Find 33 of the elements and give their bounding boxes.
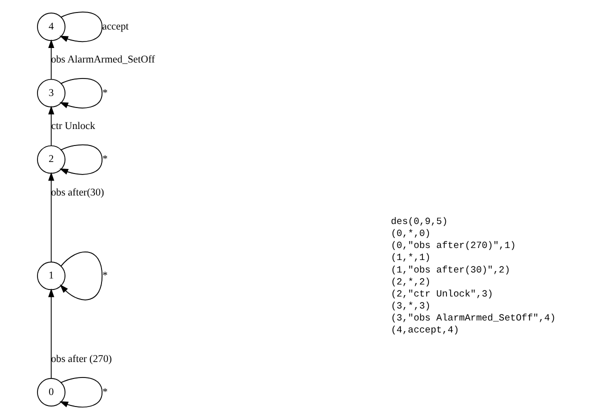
label: (2,*,2)	[390, 276, 430, 288]
arrow	[48, 39, 54, 80]
edge-label: obs AlarmArmed_SetOff	[50, 54, 154, 66]
arrow	[59, 12, 102, 42]
label: (0,*,0)	[390, 228, 430, 240]
arrow	[59, 252, 102, 300]
label: (3,*,3)	[390, 300, 430, 312]
edge-label: accept	[102, 21, 128, 32]
arrow	[48, 288, 54, 379]
label: (1,*,1)	[390, 252, 430, 264]
arrow	[59, 78, 102, 108]
label: (1,"obs after(30)",2)	[390, 264, 510, 276]
node-circle: 4	[36, 12, 65, 42]
label: (2,"ctr Unlock",3)	[390, 288, 493, 300]
edge-label: *	[102, 270, 108, 282]
label: des(0,9,5)	[390, 216, 448, 228]
edge-label: obs after(30)	[50, 187, 104, 198]
edge-label: *	[102, 386, 108, 398]
edge-label: obs after (270)	[50, 354, 112, 365]
arrow	[48, 106, 54, 146]
arrow	[48, 172, 54, 262]
label: (4,accept,4)	[390, 324, 459, 336]
edge-label: ctr Unlock	[50, 121, 95, 132]
node-circle: 1	[36, 262, 65, 290]
node-circle: 0	[36, 378, 65, 406]
node-circle: 3	[36, 78, 65, 108]
edge-label: *	[102, 154, 108, 166]
node-circle: 2	[36, 145, 65, 174]
edge-label: *	[102, 88, 108, 99]
arrow	[59, 144, 102, 175]
arrow	[59, 377, 102, 408]
label: (0,"obs after(270)",1)	[390, 240, 516, 252]
label: (3,"obs AlarmArmed_SetOff",4)	[390, 312, 556, 324]
